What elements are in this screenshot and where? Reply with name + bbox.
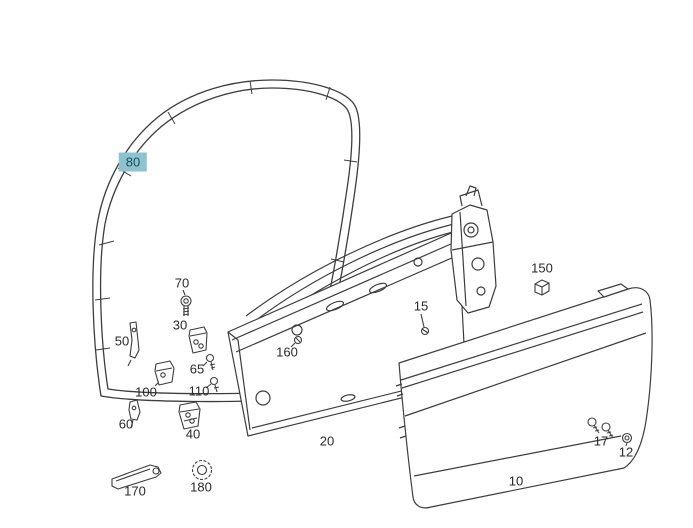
hinge-30[interactable] [188,326,208,354]
part-label-10[interactable]: 10 [508,473,524,489]
bolt-110[interactable] [205,376,220,393]
bracket-50[interactable] [127,321,140,367]
part-label-100[interactable]: 100 [135,384,157,400]
door-check-170[interactable] [111,464,162,490]
part-label-50[interactable]: 50 [114,333,130,349]
part-label-30[interactable]: 30 [172,317,188,333]
part-label-150[interactable]: 150 [531,260,553,276]
bolt-70[interactable] [180,289,192,316]
part-label-160[interactable]: 160 [276,344,298,360]
door-outer-panel-10[interactable] [395,283,653,509]
part-label-15[interactable]: 15 [413,298,429,314]
part-label-60[interactable]: 60 [118,416,134,432]
hinge-100[interactable] [154,360,175,387]
part-label-17[interactable]: 17 [593,433,609,449]
grommet-180[interactable] [191,459,213,481]
bolts-17[interactable] [587,417,614,439]
part-label-12[interactable]: 12 [618,444,634,460]
part-label-180[interactable]: 180 [190,479,212,495]
clip-150[interactable] [534,279,550,296]
bolt-65[interactable] [202,353,216,371]
part-label-65[interactable]: 65 [189,361,205,377]
part-label-170[interactable]: 170 [124,483,146,499]
bracket-60[interactable] [128,399,141,429]
nut-12[interactable] [621,432,633,447]
hinge-40[interactable] [178,401,201,430]
part-label-110[interactable]: 110 [188,383,210,399]
part-label-80[interactable]: 80 [118,152,148,172]
screw-15[interactable] [420,313,430,336]
part-label-40[interactable]: 40 [185,426,201,442]
screw-160[interactable] [290,335,303,348]
part-label-70[interactable]: 70 [174,275,190,291]
part-label-20[interactable]: 20 [319,433,335,449]
